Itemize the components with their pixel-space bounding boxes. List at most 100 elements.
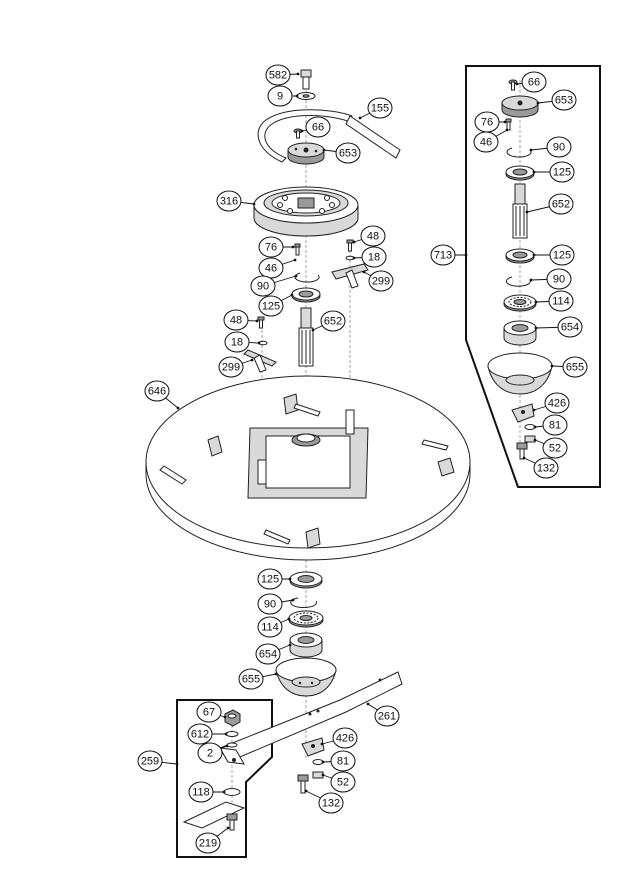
callout-arrow-dot	[223, 715, 227, 719]
callout-label: 2	[207, 748, 213, 760]
callout-bubble	[367, 97, 393, 119]
callout-arrow-dot	[536, 101, 540, 105]
callout-arrow-dot	[550, 364, 554, 368]
callout-label: 125	[553, 167, 571, 179]
callout-bubble	[224, 331, 250, 353]
callout-90: 90	[529, 136, 572, 158]
callout-label: 81	[549, 420, 561, 432]
callout-653: 653	[536, 89, 577, 111]
callout-219: 219	[195, 826, 230, 854]
callout-90: 90	[529, 268, 572, 290]
dish-655-inset	[487, 352, 553, 395]
callout-bubble	[305, 116, 331, 138]
callout-label: 114	[552, 296, 570, 308]
bolt-132-inset	[516, 442, 528, 460]
callout-655: 655	[238, 668, 278, 690]
callout-label: 52	[337, 777, 349, 789]
disc-646	[145, 375, 471, 561]
callout-arrow-dot	[352, 240, 356, 244]
callout-46: 46	[258, 257, 297, 279]
callout-label: 155	[371, 103, 389, 115]
callout-132: 132	[522, 456, 559, 479]
callout-label: 261	[378, 711, 396, 723]
callout-316: 316	[216, 190, 256, 212]
callout-arrow-dot	[362, 270, 366, 274]
callout-9: 9	[267, 85, 299, 107]
screw-76	[294, 243, 301, 256]
callout-bubble	[330, 771, 356, 793]
callout-label: 18	[231, 337, 243, 349]
callout-arrow-dot	[176, 406, 180, 410]
callout-arrow-dot	[352, 256, 356, 260]
callout-label: 653	[339, 148, 357, 160]
bracket-299-left	[243, 349, 277, 373]
callout-arrow-dot	[300, 129, 304, 133]
callout-label: 66	[528, 77, 540, 89]
callout-arrow-dot	[529, 278, 533, 282]
callout-label: 52	[549, 443, 561, 455]
snap-ring-90-bottom	[290, 597, 318, 609]
callout-bubble	[187, 723, 213, 745]
callout-arrow-dot	[290, 293, 294, 297]
shaft-652-inset	[512, 183, 528, 239]
bearing-125-top	[291, 287, 321, 303]
callout-52: 52	[533, 437, 568, 459]
bearing-114-inset	[503, 294, 537, 312]
callout-arrow-dot	[224, 732, 228, 736]
callout-426: 426	[320, 727, 358, 749]
bolt-132-bottom	[297, 774, 309, 794]
callout-arrow-dot	[358, 116, 362, 120]
callout-bubble	[195, 832, 221, 854]
callout-114: 114	[534, 290, 574, 312]
callout-label: 655	[566, 362, 584, 374]
callout-81: 81	[533, 414, 568, 436]
callout-bubble	[549, 161, 575, 183]
callout-label: 299	[372, 276, 390, 288]
callout-arrow-dot	[515, 82, 519, 86]
callout-bubble	[137, 750, 163, 772]
callout-582: 582	[265, 64, 300, 86]
callout-bubble	[542, 437, 568, 459]
callout-label: 118	[192, 787, 210, 799]
callout-label: 46	[480, 137, 492, 149]
callout-125: 125	[532, 244, 575, 266]
cup-654-bottom	[289, 632, 323, 658]
nut-67	[224, 709, 241, 727]
callout-125: 125	[532, 161, 575, 183]
callout-66: 66	[300, 116, 331, 138]
callout-arrow-dot	[525, 210, 529, 214]
callout-90: 90	[250, 274, 298, 297]
callout-bubble	[557, 316, 583, 338]
inset-259-frame	[176, 699, 273, 858]
callout-67: 67	[196, 701, 227, 723]
bolt-48-left	[257, 316, 268, 346]
callout-655: 655	[550, 356, 588, 378]
callout-426: 426	[532, 392, 570, 414]
callout-label: 654	[561, 322, 579, 334]
callout-66: 66	[515, 71, 547, 93]
callout-label: 132	[322, 798, 340, 810]
callout-bubble	[368, 270, 394, 292]
callout-arrow-dot	[296, 72, 300, 76]
hub-653-inset	[501, 95, 539, 118]
callout-arrow-dot	[250, 358, 254, 362]
callout-arrow-dot	[321, 773, 325, 777]
washer-81-inset	[524, 424, 536, 430]
bracket-299-right	[331, 263, 369, 289]
callout-arrow-dot	[294, 274, 298, 278]
callout-label: 582	[269, 70, 287, 82]
callout-arrow-dot	[311, 328, 315, 332]
washer-612	[225, 731, 239, 737]
holder-426-bottom	[301, 737, 325, 757]
callout-bubble	[196, 701, 222, 723]
callout-arrow-dot	[291, 598, 295, 602]
nut-52-inset	[524, 435, 536, 443]
callout-label: 652	[552, 199, 570, 211]
callout-bubble	[144, 380, 170, 402]
callout-arrow-dot	[366, 702, 370, 706]
callout-654: 654	[534, 316, 583, 338]
bolt-219	[226, 813, 238, 831]
callout-arrow-dot	[226, 826, 230, 830]
callout-label: 90	[553, 274, 565, 286]
